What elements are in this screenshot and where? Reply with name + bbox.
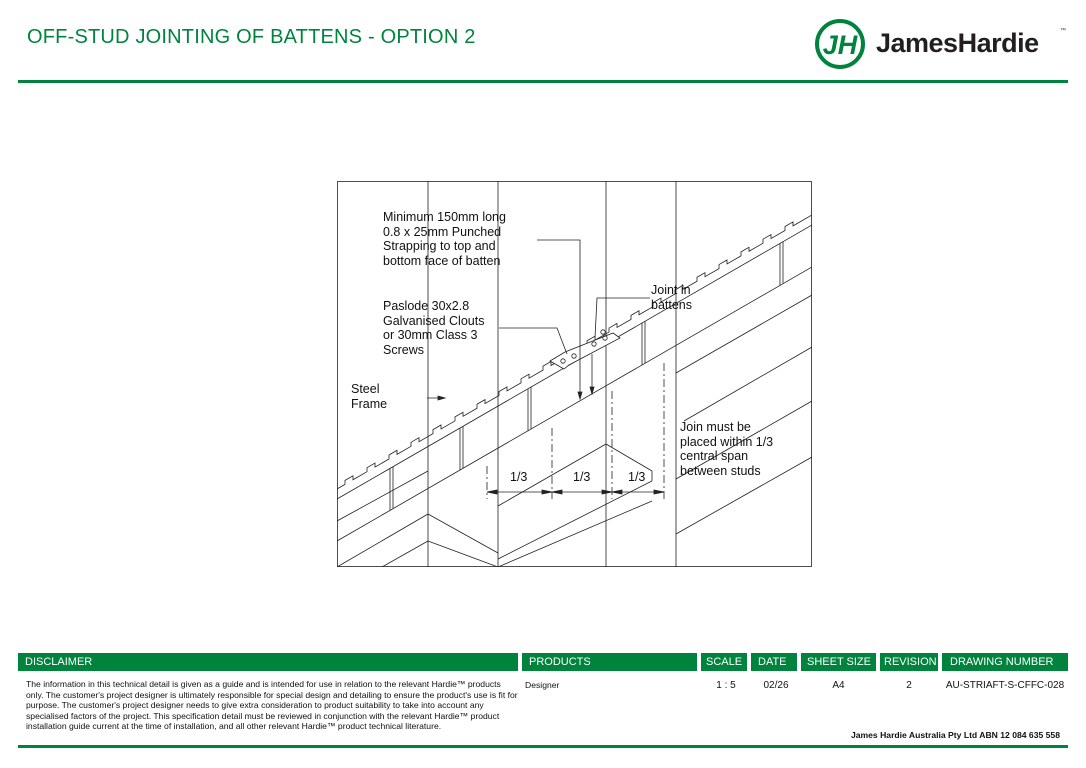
strapping-leader (537, 239, 581, 399)
strap-hole (591, 341, 597, 347)
scale-value: 1 : 5 (716, 680, 736, 691)
noggin-line (497, 500, 653, 567)
sheet-size-value: A4 (832, 680, 845, 691)
rail-line (683, 346, 812, 422)
header-disclaimer: DISCLAIMER (18, 653, 518, 671)
arrowheads (437, 386, 595, 401)
drawing-border (337, 181, 812, 567)
svg-text:JH: JH (823, 30, 858, 60)
logo-wordmark: JamesHardie (876, 28, 1039, 58)
punched-strap (549, 332, 621, 370)
header-revision: REVISION (880, 653, 938, 671)
header-scale: SCALE (701, 653, 747, 671)
third-label: 1/3 (628, 470, 646, 484)
strap-hole (600, 329, 606, 335)
revision-value: 2 (906, 680, 912, 691)
drawing-number-value: AU-STRIAFT-S-CFFC-028 (945, 680, 1065, 691)
rail-line (675, 456, 812, 535)
date-value: 02/26 (763, 680, 789, 691)
dimension-arrows (486, 489, 665, 495)
fixings-leader (499, 327, 568, 355)
fixings-label: Paslode 30x2.8 Galvanised Clouts or 30mm… (383, 299, 485, 357)
noggin-line (427, 513, 499, 554)
noggin-line (497, 443, 607, 507)
noggin-line (427, 540, 499, 567)
join-rule-label: Join must be placed within 1/3 central s… (680, 420, 774, 478)
noggin-line (381, 540, 429, 567)
rail-line (675, 294, 812, 374)
joint-label: Joint in battens (651, 283, 693, 312)
products-value: Designer (525, 680, 560, 690)
disclaimer-text: The information in this technical detail… (26, 679, 518, 732)
steel-frame-label: Steel Frame (351, 382, 388, 411)
noggin-line (605, 443, 653, 472)
noggin-line (337, 470, 429, 522)
header-rule (18, 80, 1068, 83)
joint-leader (594, 297, 650, 339)
footer-rule (18, 745, 1068, 748)
strap-hole (571, 353, 577, 359)
noggin-line (337, 513, 429, 567)
batten-edge (337, 266, 812, 542)
james-hardie-logo: JH (815, 19, 865, 69)
page-title: OFF-STUD JOINTING OF BATTENS - OPTION 2 (27, 26, 476, 48)
technical-drawing (337, 181, 812, 567)
strap-hole (560, 358, 566, 364)
header-date: DATE (751, 653, 797, 671)
trademark: ™ (1060, 28, 1066, 34)
header-drawing-number: DRAWING NUMBER (942, 653, 1068, 671)
strapping-label: Minimum 150mm long 0.8 x 25mm Punched St… (383, 210, 506, 268)
strap-hole (602, 335, 608, 341)
third-label: 1/3 (510, 470, 528, 484)
header-products: PRODUCTS (522, 653, 697, 671)
header-sheet-size: SHEET SIZE (801, 653, 876, 671)
company-abn: James Hardie Australia Pty Ltd ABN 12 08… (850, 730, 1060, 740)
noggin-line (497, 480, 653, 560)
third-label: 1/3 (573, 470, 591, 484)
rail-line (675, 400, 812, 480)
